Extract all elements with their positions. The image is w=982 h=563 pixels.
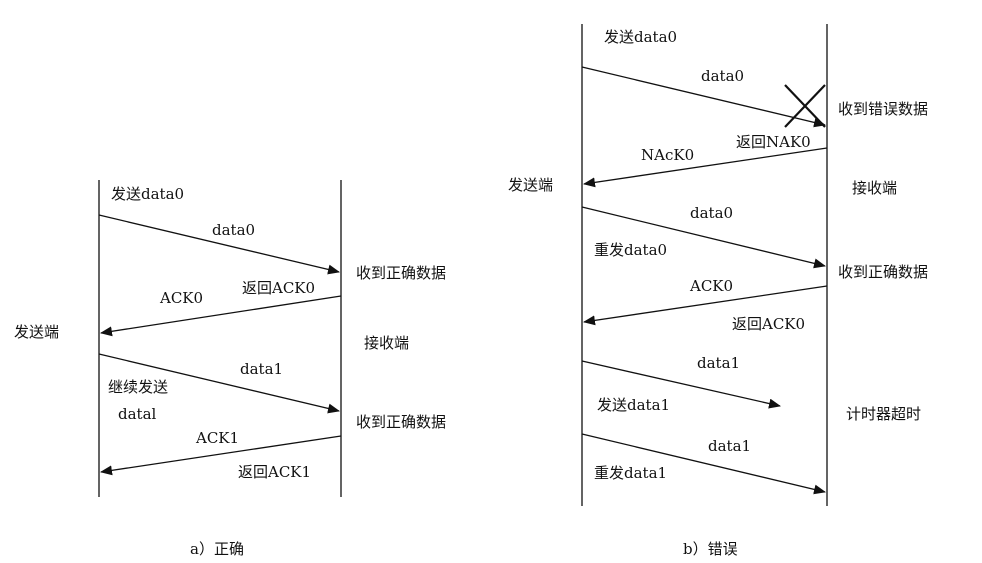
label-return-ack1-a: 返回ACK1: [238, 463, 311, 481]
label-timer-timeout-b: 计时器超时: [846, 405, 921, 423]
label-resend-data1-b: 重发data1: [594, 464, 667, 482]
label-msg-data0-b: data0: [701, 67, 744, 85]
label-send-data0-a: 发送data0: [111, 185, 184, 203]
label-recv-correct-2-a: 收到正确数据: [356, 413, 446, 431]
label-msg-data0-resend-b: data0: [690, 204, 733, 222]
label-continue-data-a: datal: [118, 405, 157, 423]
label-resend-data0-b: 重发data0: [594, 241, 667, 259]
label-msg-data1-a: data1: [240, 360, 283, 378]
arrow-data0-resend-b: [581, 206, 826, 269]
arrow-nak0-b: [583, 147, 828, 188]
label-msg-data1-b: data1: [697, 354, 740, 372]
label-recv-error-b: 收到错误数据: [838, 100, 928, 118]
arrow-ack0-a: [100, 295, 342, 337]
label-msg-ack0-a: ACK0: [159, 289, 203, 307]
error-cross-stroke-2: [784, 84, 826, 128]
panel-b-error: 发送data0 data0 收到错误数据 返回NAK0 NAcK0 发送端 接收…: [508, 24, 928, 558]
arrow-data1-resend-b: [581, 433, 826, 495]
arrow-data0-a: [98, 214, 340, 275]
label-recv-correct-b: 收到正确数据: [838, 263, 928, 281]
label-msg-data0-a: data0: [212, 221, 255, 239]
caption-a: a）正确: [190, 540, 244, 558]
arrow-ack0-b: [583, 285, 828, 326]
label-send-data0-b: 发送data0: [604, 28, 677, 46]
label-recv-correct-1-a: 收到正确数据: [356, 264, 446, 282]
label-send-data1-b: 发送data1: [597, 396, 670, 414]
label-receiver-a: 接收端: [364, 334, 409, 352]
label-continue-send-a: 继续发送: [108, 378, 168, 396]
arrow-data0-b: [581, 66, 826, 128]
label-msg-data1-resend-b: data1: [708, 437, 751, 455]
caption-b: b）错误: [683, 540, 738, 558]
arrow-data1-lost-b: [581, 360, 781, 409]
arrow-data1-a: [98, 353, 340, 414]
label-sender-b: 发送端: [508, 176, 553, 194]
arrow-ack1-a: [100, 435, 342, 476]
label-msg-ack0-b: ACK0: [689, 277, 733, 295]
label-return-ack0-b: 返回ACK0: [732, 315, 805, 333]
panel-a-correct: 发送data0 data0 收到正确数据 ACK0 返回ACK0 发送端 接收端…: [14, 180, 446, 558]
label-receiver-b: 接收端: [852, 179, 897, 197]
label-msg-ack1-a: ACK1: [195, 429, 239, 447]
label-return-nak0-b: 返回NAK0: [736, 133, 811, 151]
label-return-ack0-a: 返回ACK0: [242, 279, 315, 297]
label-sender-a: 发送端: [14, 323, 59, 341]
label-msg-nak0-b: NAcK0: [641, 146, 694, 164]
